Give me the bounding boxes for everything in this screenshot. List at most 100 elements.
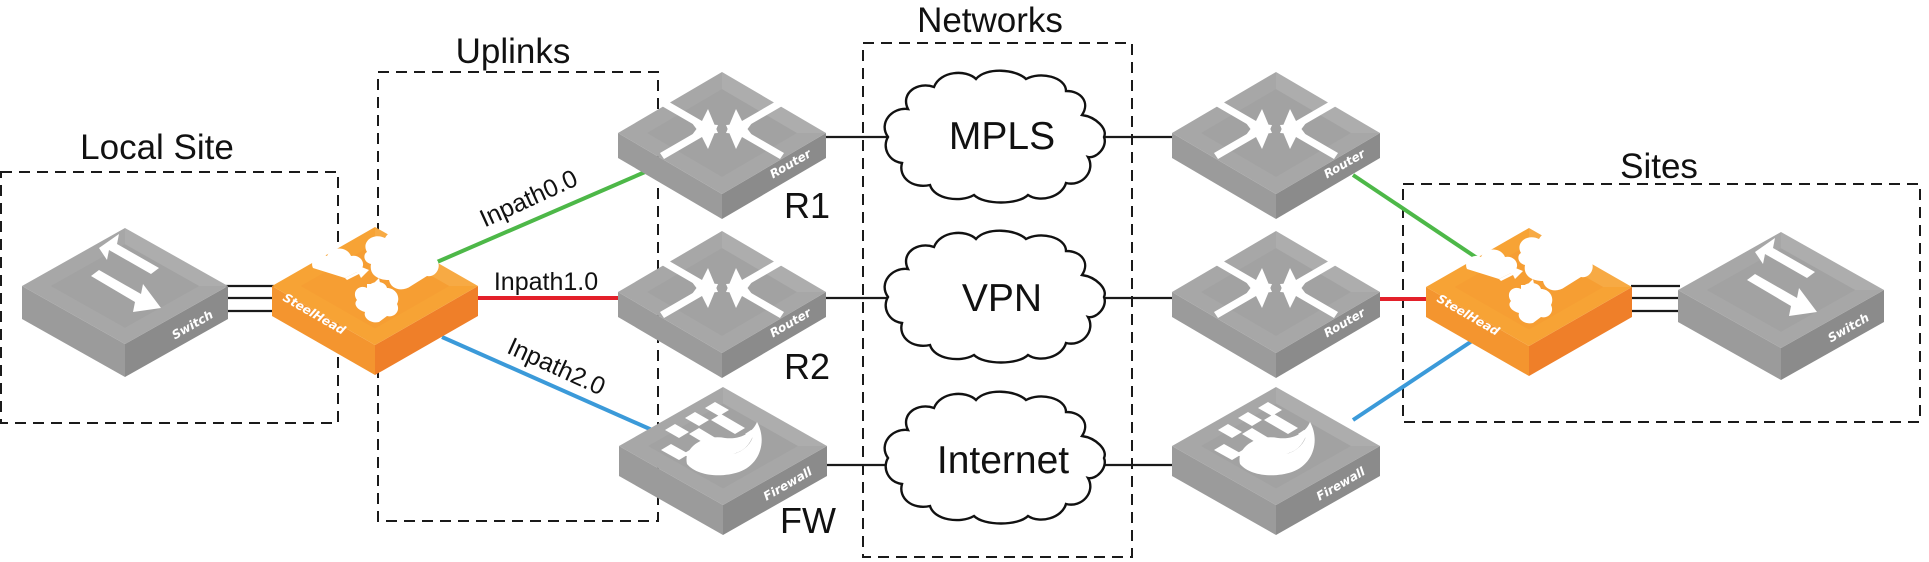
steelhead-cloud-small	[1466, 249, 1518, 279]
internet-label: Internet	[937, 439, 1069, 482]
steelhead-cloud-small	[312, 248, 364, 278]
inpath1-label: Inpath1.0	[494, 268, 598, 296]
switch-arrow-down	[1747, 274, 1817, 316]
device-local-steelhead[interactable]: SteelHead	[272, 227, 478, 375]
device-left-face	[1172, 133, 1276, 219]
group-networks: Networks	[862, 1, 1133, 558]
router-arrows-icon	[660, 99, 784, 159]
vpn-cloud-icon	[883, 229, 1106, 364]
steelhead-arrow-2	[367, 278, 381, 296]
firewall-brick-4	[665, 424, 689, 438]
r1-label: R1	[784, 185, 830, 226]
router-arrow-4	[726, 123, 784, 159]
switch-arrow-up	[1755, 238, 1815, 278]
firewall-brick-flame-icon	[661, 402, 762, 476]
device-top-sheen	[125, 228, 228, 286]
device-remote-firewall[interactable]: Firewall	[1172, 387, 1380, 535]
device-labels: R1 R2 FW	[780, 185, 836, 541]
device-right-face	[723, 446, 827, 535]
networks-box	[862, 42, 1133, 558]
device-top-sheen	[1276, 387, 1380, 446]
network-clouds: MPLS VPN Internet	[883, 69, 1106, 525]
steelhead-cloud-bottom	[354, 282, 399, 323]
firewall-brick-2	[685, 412, 709, 426]
firewall-brick-6	[1214, 444, 1242, 460]
device-top-sheen	[1781, 232, 1884, 290]
cloud-internet[interactable]: Internet	[883, 390, 1106, 525]
inpath0-link-local	[436, 170, 646, 264]
local-site-box	[0, 171, 339, 424]
group-local-site: Local Site	[0, 128, 339, 424]
cloud-mpls[interactable]: MPLS	[883, 69, 1106, 204]
device-right-face	[1276, 446, 1380, 535]
fw-label: FW	[780, 500, 836, 541]
router-arrows-icon	[1214, 258, 1338, 318]
device-remote-router-1[interactable]: Router	[1172, 72, 1380, 219]
device-left-face	[618, 292, 722, 378]
device-right-face	[722, 133, 826, 219]
router-arrows-icon	[660, 258, 784, 318]
device-right-face	[1276, 133, 1380, 219]
device-r1[interactable]: Router	[618, 72, 826, 219]
firewall-brick-4	[1218, 424, 1242, 438]
sites-box	[1402, 183, 1921, 423]
router-arrows-icon	[1214, 99, 1338, 159]
device-right-face	[375, 286, 478, 375]
router-arrow-4	[726, 282, 784, 318]
device-right-face	[722, 292, 826, 378]
inpath2-link-local	[441, 335, 653, 432]
device-right-face	[1781, 290, 1884, 380]
device-left-face	[1172, 292, 1276, 378]
device-left-face	[1678, 290, 1781, 380]
steelhead-arrow-2	[1521, 279, 1535, 297]
group-sites: Sites	[1402, 147, 1921, 423]
device-remote-switch[interactable]: Switch	[1678, 232, 1884, 380]
device-fw[interactable]: Firewall	[619, 387, 827, 535]
firewall-flame	[1239, 422, 1315, 476]
firewall-brick-3	[711, 414, 745, 434]
device-remote-router-2[interactable]: Router	[1172, 231, 1380, 378]
steelhead-arrow-1	[1499, 267, 1523, 281]
device-right-face	[1529, 287, 1632, 376]
steelhead-cloud-bottom	[1508, 283, 1553, 324]
local-site-title: Local Site	[80, 128, 234, 167]
vpn-label: VPN	[962, 277, 1042, 320]
router-arrow-3	[660, 123, 718, 159]
device-top-sheen	[723, 387, 827, 446]
device-left-face	[22, 286, 125, 377]
router-arrow-4	[1280, 282, 1338, 318]
wires	[225, 135, 1680, 467]
firewall-brick-3	[1264, 414, 1298, 434]
firewall-brick-2	[1238, 412, 1262, 426]
router-arrow-3	[1214, 282, 1272, 318]
cloud-vpn[interactable]: VPN	[883, 229, 1106, 364]
device-left-face	[619, 446, 723, 535]
mpls-cloud-icon	[883, 69, 1106, 204]
steelhead-clouds-icon	[312, 229, 439, 323]
device-left-face	[618, 133, 722, 219]
device-remote-steelhead[interactable]: SteelHead	[1426, 228, 1632, 376]
firewall-brick-6	[661, 444, 689, 460]
steelhead-cloud-large	[1518, 230, 1593, 291]
internet-cloud-icon	[883, 390, 1106, 525]
steelhead-cloud-large	[364, 229, 439, 290]
uplinks-title: Uplinks	[456, 32, 571, 71]
device-local-switch[interactable]: Switch	[22, 228, 228, 377]
inpath0-link-remote	[1351, 173, 1479, 260]
steelhead-arrow-1	[345, 266, 369, 280]
router-arrow-3	[660, 282, 718, 318]
device-right-face	[125, 286, 228, 377]
inpath2-link-remote	[1351, 339, 1474, 422]
firewall-brick-flame-icon	[1214, 402, 1315, 476]
sites-title: Sites	[1620, 147, 1698, 186]
firewall-brick-1	[1258, 402, 1282, 416]
mpls-label: MPLS	[949, 115, 1055, 158]
switch-arrow-up	[99, 234, 159, 274]
router-arrow-3	[1214, 123, 1272, 159]
r2-label: R2	[784, 346, 830, 387]
networks-title: Networks	[917, 1, 1063, 40]
firewall-brick-1	[705, 402, 729, 416]
inpath2-label: Inpath2.0	[503, 332, 609, 401]
switch-arrows-icon	[1747, 238, 1817, 316]
